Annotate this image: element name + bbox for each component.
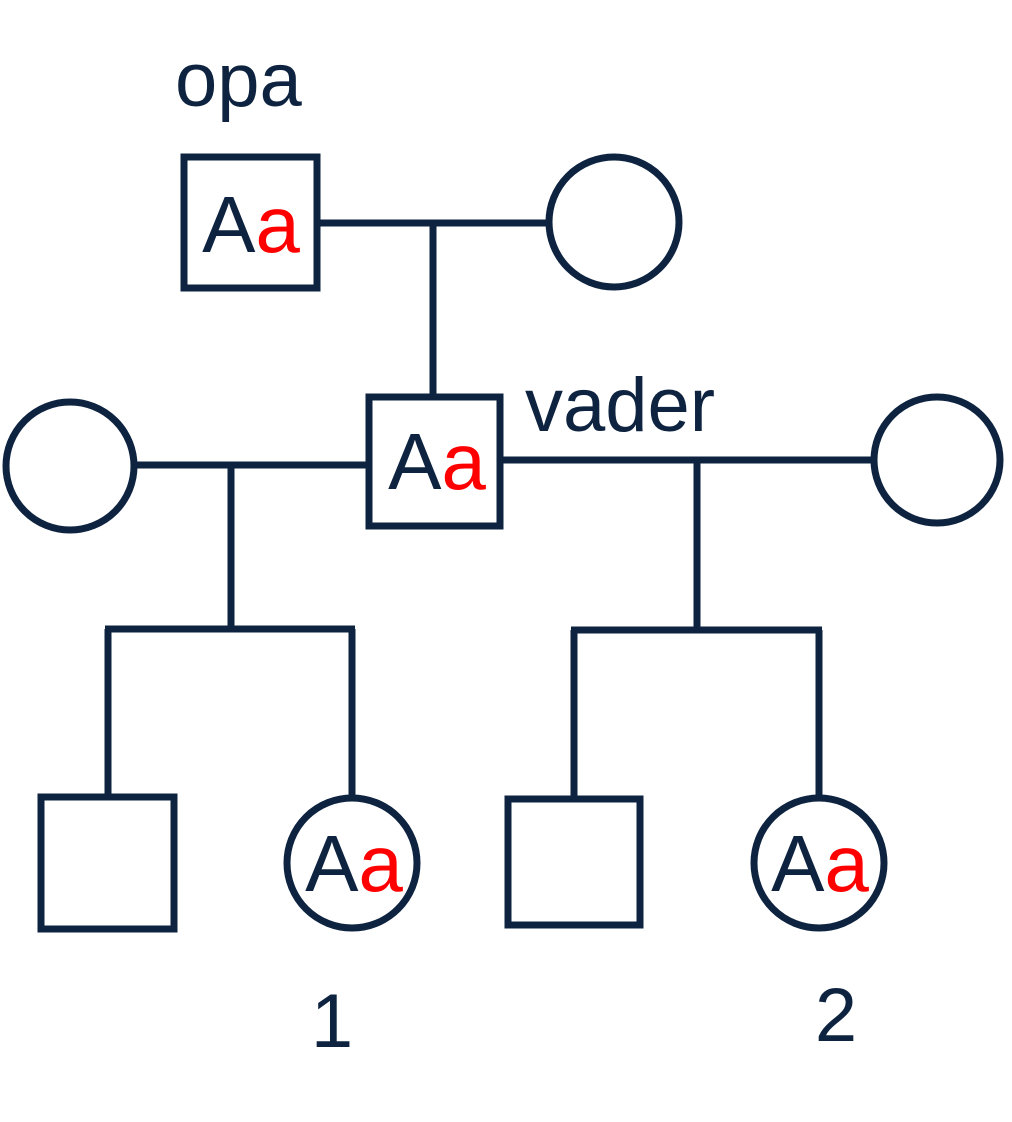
father-genotype: Aa: [388, 417, 486, 506]
daughter-1-genotype: Aa: [305, 819, 403, 908]
son-1-symbol: [37, 793, 178, 933]
female-circle: [750, 794, 888, 932]
mother-2-symbol: [870, 393, 1004, 527]
male-square: [365, 393, 504, 530]
male-square: [180, 153, 321, 292]
child-1-number: 1: [311, 979, 353, 1064]
grandfather-symbol: Aa: [180, 153, 321, 292]
grandmother-symbol: [545, 153, 683, 291]
pedigree-lines: [104, 219, 874, 799]
daughter-2-genotype: Aa: [771, 819, 869, 908]
mother-1-symbol: [2, 398, 138, 534]
son-2-symbol: [504, 795, 644, 929]
daughter-2-symbol: Aa: [750, 794, 888, 932]
child-2-number: 2: [815, 973, 857, 1058]
father-symbol: Aa: [365, 393, 504, 530]
daughter-1-symbol: Aa: [283, 794, 421, 932]
grandfather-label: opa: [175, 38, 303, 123]
father-label: vader: [525, 363, 715, 448]
grandfather-genotype: Aa: [202, 180, 300, 269]
female-circle: [283, 794, 421, 932]
